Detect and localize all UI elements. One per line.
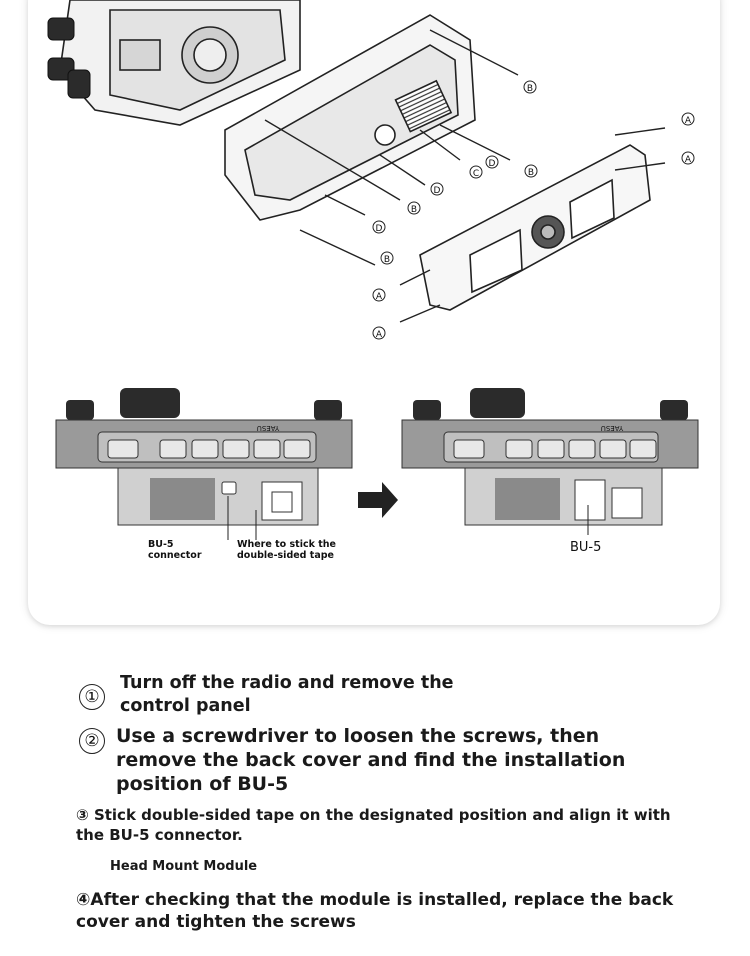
radio-body-top-left <box>59 0 301 126</box>
svg-text:A: A <box>685 155 692 165</box>
screw-label-d3: D <box>372 220 386 234</box>
arrow-right-icon <box>358 482 398 518</box>
installation-diagram: B A A D C B D B D B A A <box>47 0 699 561</box>
svg-text:C: C <box>473 169 479 179</box>
callout-bu5-after: BU-5 <box>570 540 601 555</box>
screw-label-a1: A <box>681 112 695 126</box>
svg-text:A: A <box>376 330 383 340</box>
step-4-line1: After checking that the module is instal… <box>90 890 674 910</box>
callout-tape-line2: double-sided tape <box>237 550 334 561</box>
svg-text:A: A <box>376 292 383 302</box>
head-mount-module-label: Head Mount Module <box>110 859 258 874</box>
svg-text:D: D <box>434 186 441 196</box>
step-1-line2: control panel <box>120 696 251 716</box>
screw-label-b1: B <box>523 80 537 94</box>
screw-label-a4: A <box>372 326 386 340</box>
step-1-number: ① <box>79 684 105 710</box>
svg-text:YAESU: YAESU <box>257 424 281 432</box>
radio-front-chassis <box>224 14 476 221</box>
svg-text:B: B <box>411 205 417 215</box>
screw-label-d1: D <box>485 155 499 169</box>
step-4-line2: cover and tighten the screws <box>76 912 356 932</box>
screw-label-a2: A <box>681 151 695 165</box>
callout-bu5-line1: BU-5 <box>148 539 174 550</box>
screw-label-a3: A <box>372 288 386 302</box>
svg-text:B: B <box>528 168 534 178</box>
step-2-text: Use a screwdriver to loosen the screws, … <box>116 724 625 796</box>
screw-label-b4: B <box>380 251 394 265</box>
svg-text:YAESU: YAESU <box>601 424 625 432</box>
step-2-line3: position of BU-5 <box>116 773 289 795</box>
knob-icon <box>47 17 91 99</box>
control-panel-after: YAESU <box>401 388 699 526</box>
screw-label-d2: D <box>430 182 444 196</box>
callout-bu5-line2: connector <box>148 550 202 561</box>
step-4-text: ④After checking that the module is insta… <box>76 889 716 933</box>
svg-text:D: D <box>489 159 496 169</box>
svg-text:A: A <box>685 116 692 126</box>
screw-label-b3: B <box>407 201 421 215</box>
svg-text:B: B <box>384 255 390 265</box>
step-1-line1: Turn off the radio and remove the <box>120 673 454 693</box>
callout-tape-line1: Where to stick the <box>237 539 336 550</box>
step-2-line1: Use a screwdriver to loosen the screws, … <box>116 725 600 747</box>
front-panel-cover <box>419 144 651 311</box>
step-3-text: ③ Stick double-sided tape on the designa… <box>76 805 716 845</box>
control-panel-before: YAESU <box>55 388 353 526</box>
screw-label-c1: C <box>469 165 483 179</box>
svg-text:D: D <box>376 224 383 234</box>
step-4-number: ④ <box>76 890 91 910</box>
svg-text:B: B <box>527 84 533 94</box>
screw-lines <box>264 29 666 323</box>
step-2-line2: remove the back cover and find the insta… <box>116 749 626 771</box>
step-1-text: Turn off the radio and remove the contro… <box>120 672 454 718</box>
step-3-line1: Stick double-sided tape on the designate… <box>93 806 671 824</box>
screw-label-b2: B <box>524 164 538 178</box>
step-3-line2: the BU-5 connector. <box>76 826 243 844</box>
step-3-number: ③ <box>76 806 89 824</box>
step-2-number: ② <box>79 728 105 754</box>
